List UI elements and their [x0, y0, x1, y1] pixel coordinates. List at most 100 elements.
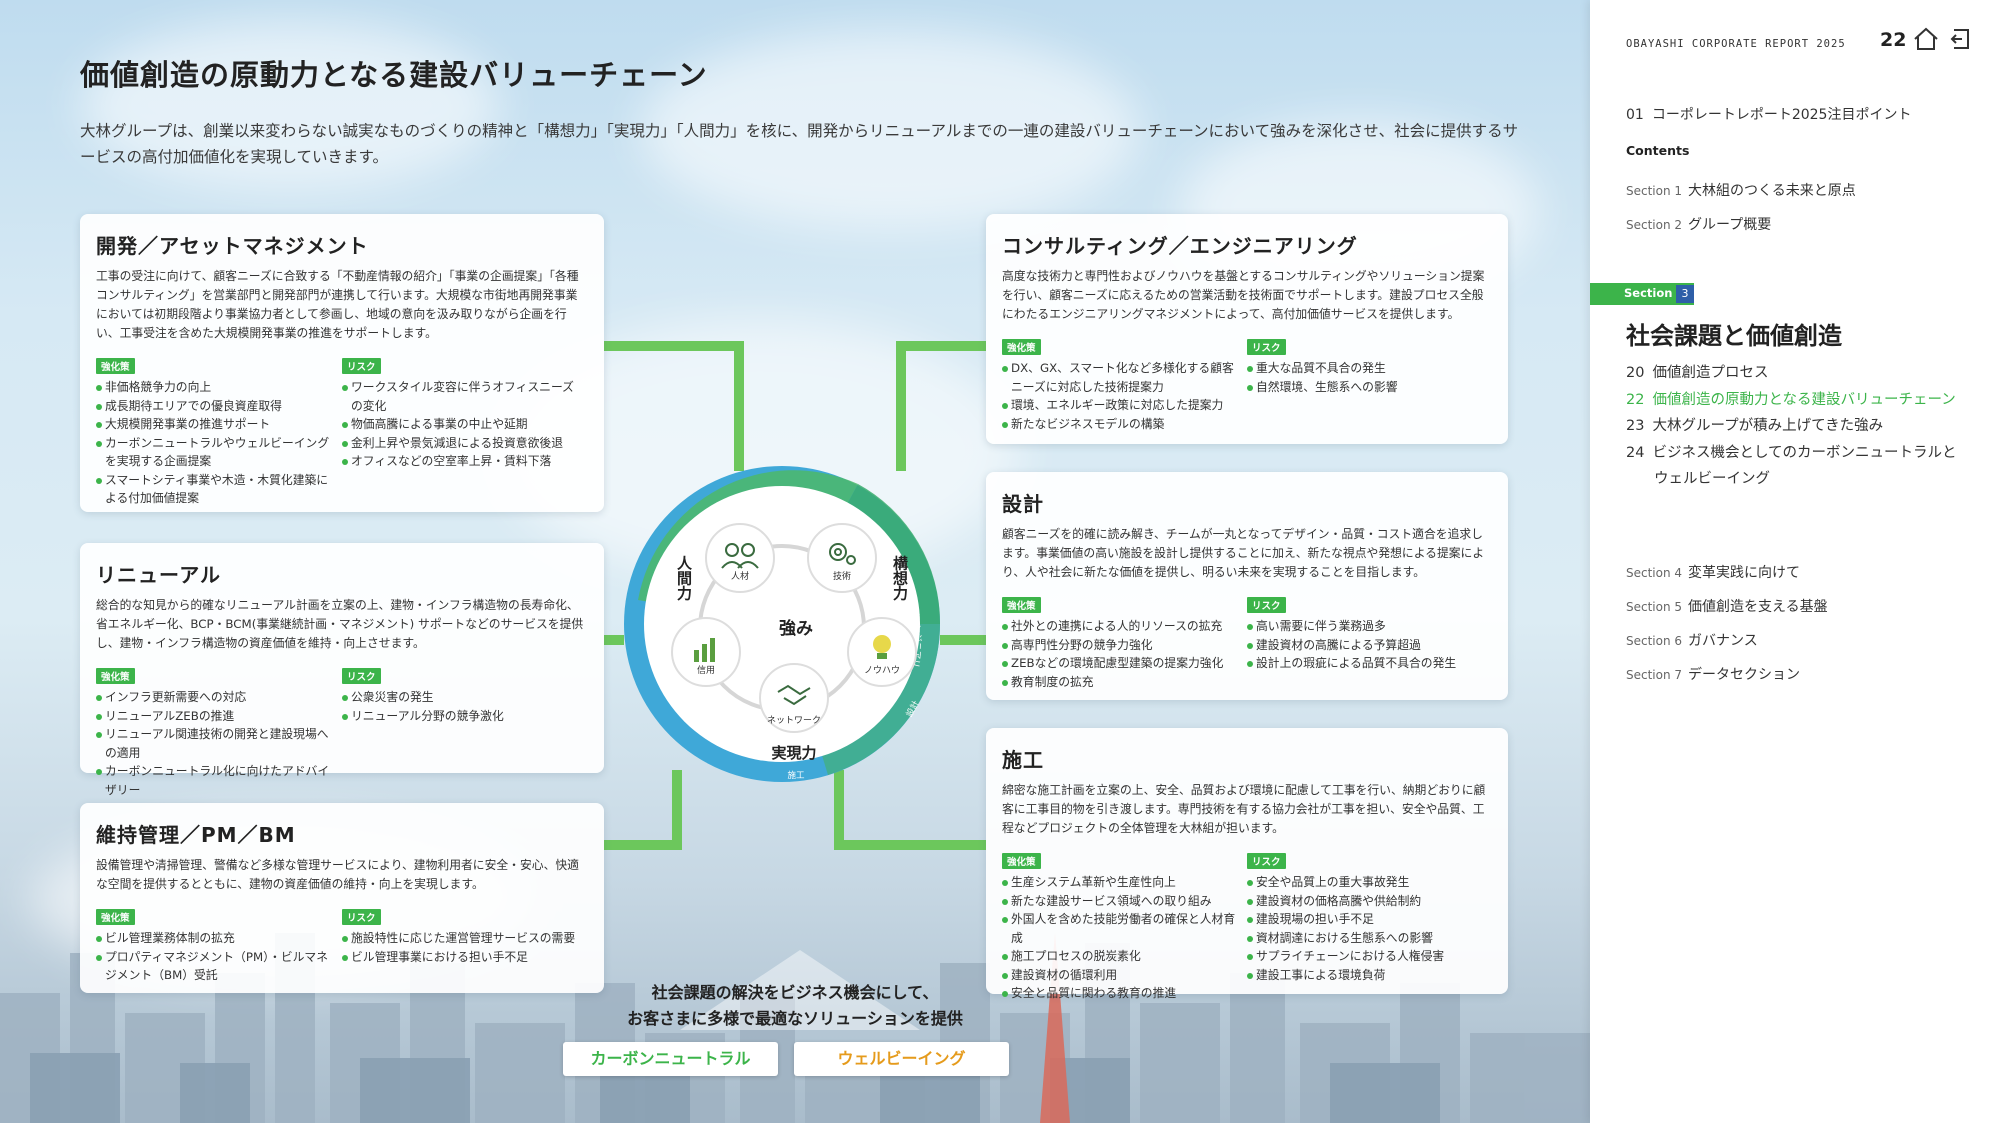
section-badge-label: Section	[1624, 286, 1673, 300]
list-item: 教育制度の拡充	[1002, 673, 1239, 692]
city-skyline	[0, 933, 1590, 1123]
section-label: ガバナンス	[1688, 633, 1758, 649]
list-item: 物価高騰による事業の中止や延期	[342, 415, 580, 434]
page-number: 22	[1880, 29, 1907, 51]
card-description: 総合的な知見から的確なリニューアル計画を立案の上、建物・インフラ構造物の長寿命化…	[96, 598, 584, 650]
card-renewal: リニューアル 総合的な知見から的確なリニューアル計画を立案の上、建物・インフラ構…	[80, 543, 604, 797]
carbon-neutral-button[interactable]: カーボンニュートラル	[563, 1042, 778, 1076]
node-credit: 信用	[671, 617, 741, 687]
list-item: 建設資材の高騰による予算超過	[1247, 636, 1484, 655]
center-label: 強み	[779, 618, 813, 639]
list-item: ビル管理事業における担い手不足	[342, 948, 580, 967]
list-item: ワークスタイル変容に伴うオフィスニーズの変化	[342, 378, 580, 415]
card-design: 設計 顧客ニーズを的確に読み解き、チームが一丸となってデザイン・品質・コスト適合…	[986, 472, 1508, 700]
card-description: 設備管理や清掃管理、警備など多様な管理サービスにより、建物利用者に安全・安心、快…	[96, 858, 579, 891]
sub-label: ウェルビーイング	[1654, 471, 1770, 487]
strength-tag: 強化策	[96, 358, 135, 374]
section-num: Section 6	[1626, 634, 1683, 648]
bottom-message: 社会課題の解決をビジネス機会にして、 お客さまに多様で最適なソリューションを提供	[560, 980, 1030, 1032]
sub-num: 20	[1626, 365, 1645, 381]
list-item: 環境、エネルギー政策に対応した提案力	[1002, 396, 1239, 415]
list-item: 高い需要に伴う業務過多	[1247, 617, 1484, 636]
node-label: ネットワーク	[767, 715, 821, 726]
sub-link-24-cont[interactable]: ウェルビーイング	[1654, 467, 1770, 488]
gear-icon	[829, 543, 856, 565]
section-num: Section 1	[1626, 184, 1683, 198]
section-num: Section 7	[1626, 668, 1683, 682]
list-item: 自然環境、生態系への影響	[1247, 378, 1484, 397]
list-item: リニューアル分野の競争激化	[342, 707, 580, 726]
list-item: 建設資材の循環利用	[1002, 966, 1239, 985]
connector-line	[896, 341, 906, 471]
list-item: 建設現場の担い手不足	[1247, 910, 1484, 929]
list-item: 金利上昇や景気減退による投資意欲後退	[342, 434, 580, 453]
list-item: カーボンニュートラルやウェルビーイングを実現する企画提案	[96, 434, 334, 471]
card-consulting: コンサルティング／エンジニアリング 高度な技術力と専門性およびノウハウを基盤とす…	[986, 214, 1508, 444]
risk-tag: リスク	[342, 909, 381, 925]
ring-label-construct: 施工	[787, 770, 805, 781]
connector-line	[834, 840, 986, 850]
lead-paragraph: 大林グループは、創業以来変わらない誠実なものづくりの精神と「構想力」「実現力」「…	[80, 122, 1519, 166]
bar-chart-icon	[694, 638, 715, 662]
wellbeing-button[interactable]: ウェルビーイング	[794, 1042, 1009, 1076]
card-title: コンサルティング／エンジニアリング	[1002, 234, 1358, 258]
page-headline: 価値創造の原動力となる建設バリューチェーン	[80, 58, 708, 92]
list-item: ビル管理業務体制の拡充	[96, 929, 334, 948]
strength-list: 生産システム革新や生産性向上 新たな建設サービス領域への取り組み 外国人を含めた…	[1002, 873, 1239, 1003]
list-item: 資材調達における生態系への影響	[1247, 929, 1484, 948]
list-item: 公衆災害の発生	[342, 688, 580, 707]
bottom-line1: 社会課題の解決をビジネス機会にして、	[651, 983, 939, 1002]
node-label: 人材	[731, 570, 749, 582]
connector-line	[604, 840, 682, 850]
axis-realize: 実現力	[771, 744, 816, 762]
nav-section-6[interactable]: Section 6 ガバナンス	[1626, 630, 1758, 650]
nav-label: コーポレートレポート2025注目ポイント	[1651, 107, 1912, 123]
connector-line	[604, 635, 624, 645]
node-knowhow: ノウハウ	[847, 617, 917, 687]
strength-tag: 強化策	[1002, 853, 1041, 869]
node-hr: 人材	[705, 523, 775, 593]
card-construction: 施工 綿密な施工計画を立案の上、安全、品質および環境に配慮して工事を行い、納期ど…	[986, 728, 1508, 1000]
section-num: Section 5	[1626, 600, 1683, 614]
list-item: ZEBなどの環境配慮型建築の提案力強化	[1002, 654, 1239, 673]
list-item: 社外との連携による人的リソースの拡充	[1002, 617, 1239, 636]
current-section-badge: Section 3	[1590, 283, 1694, 305]
list-item: 大規模開発事業の推進サポート	[96, 415, 334, 434]
worker-icon	[721, 543, 759, 569]
connector-line	[940, 635, 986, 645]
section-label: 大林組のつくる未来と原点	[1688, 183, 1856, 199]
list-item: サプライチェーンにおける人権侵害	[1247, 947, 1484, 966]
risk-tag: リスク	[342, 668, 381, 684]
sub-num: 24	[1626, 445, 1645, 461]
connector-line	[672, 770, 682, 850]
handshake-icon	[777, 684, 811, 706]
card-description: 工事の受注に向けて、顧客ニーズに合致する「不動産情報の紹介」「事業の企画提案」「…	[96, 269, 579, 340]
node-tech: 技術	[807, 523, 877, 593]
connector-line	[734, 341, 744, 471]
list-item: 施工プロセスの脱炭素化	[1002, 947, 1239, 966]
list-item: インフラ更新需要への対応	[96, 688, 334, 707]
strength-list: 社外との連携による人的リソースの拡充 高専門性分野の競争力強化 ZEBなどの環境…	[1002, 617, 1239, 691]
list-item: カーボンニュートラル化に向けたアドバイザリー	[96, 762, 334, 799]
connector-line	[834, 770, 844, 850]
strength-tag: 強化策	[96, 909, 135, 925]
main-panel: 価値創造の原動力となる建設バリューチェーン 大林グループは、創業以来変わらない誠…	[0, 0, 1590, 1123]
list-item: プロパティマネジメント（PM）・ビルマネジメント（BM）受託	[96, 948, 334, 985]
back-icon[interactable]	[1950, 26, 1974, 52]
list-item: 新たな建設サービス領域への取り組み	[1002, 892, 1239, 911]
node-network: ネットワーク	[759, 663, 829, 733]
nav-section-1[interactable]: Section 1 大林組のつくる未来と原点	[1626, 180, 1856, 200]
home-icon[interactable]	[1912, 26, 1940, 52]
contents-heading: Contents	[1626, 143, 1690, 158]
sub-num: 22	[1626, 392, 1645, 408]
